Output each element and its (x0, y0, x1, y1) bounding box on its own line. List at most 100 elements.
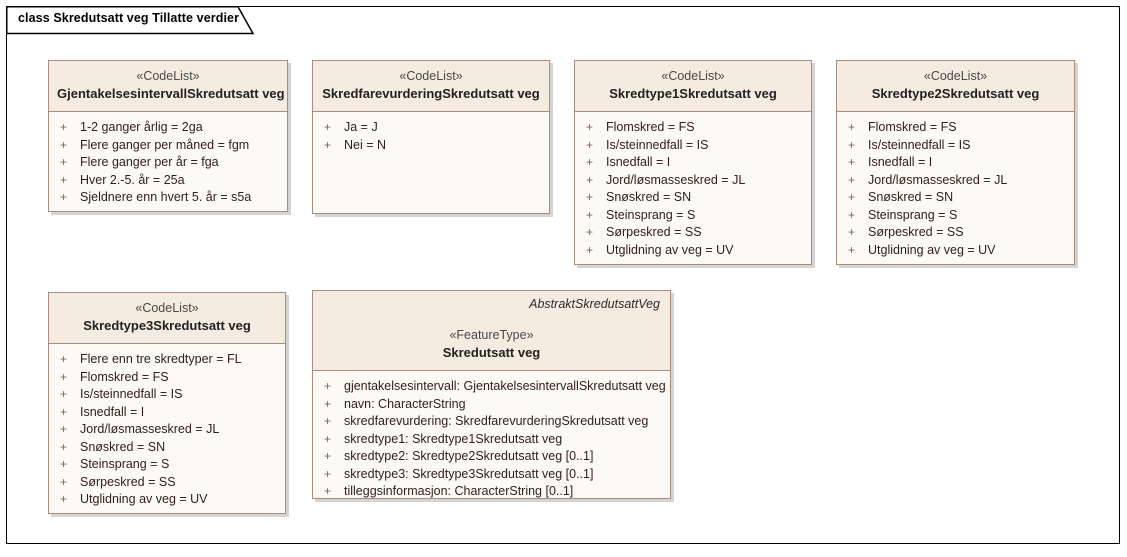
attribute-row[interactable]: + Nei = N (319, 137, 543, 155)
visibility-marker: + (60, 120, 68, 134)
class-box-skredtype2skredutsatt-veg[interactable]: «CodeList» Skredtype2Skredutsatt veg + F… (836, 60, 1075, 265)
visibility-marker: + (324, 449, 332, 463)
visibility-marker: + (60, 137, 68, 152)
class-stereotype: «CodeList» (399, 69, 463, 83)
class-attributes: + gjentakelsesintervall: Gjentakelsesint… (313, 371, 670, 507)
attribute-row[interactable]: + Is/steinnedfall = IS (581, 137, 805, 155)
attribute-label: Flere enn tre skredtyper = FL (80, 352, 242, 366)
attribute-row[interactable]: + Ja = J (319, 119, 543, 137)
visibility-marker: + (60, 404, 68, 419)
attribute-label: Utglidning av veg = UV (606, 242, 734, 257)
attribute-row[interactable]: + skredtype1: Skredtype1Skredutsatt veg (319, 431, 664, 449)
visibility-marker: + (848, 225, 856, 239)
visibility-marker: + (586, 207, 594, 222)
visibility-marker: + (60, 439, 68, 454)
attribute-label: Utglidning av veg = UV (868, 242, 996, 257)
attribute-row[interactable]: + Snøskred = SN (843, 189, 1068, 207)
class-attributes: + Flomskred = FS + Is/steinnedfall = IS … (837, 112, 1074, 265)
attribute-label: Flomskred = FS (80, 369, 169, 384)
visibility-marker: + (324, 379, 332, 393)
attribute-row[interactable]: + Flere ganger per år = fga (55, 154, 281, 172)
attribute-row[interactable]: + Flomskred = FS (581, 119, 805, 137)
attribute-row[interactable]: + Flere ganger per måned = fgm (55, 137, 281, 155)
attribute-row[interactable]: + Isnedfall = I (55, 404, 279, 422)
visibility-marker: + (848, 190, 856, 204)
attribute-row[interactable]: + 1-2 ganger årlig = 2ga (55, 119, 281, 137)
attribute-label: Ja = J (344, 120, 378, 134)
attribute-row[interactable]: + skredtype3: Skredtype3Skredutsatt veg … (319, 466, 664, 484)
class-header: «CodeList» Skredtype1Skredutsatt veg (575, 61, 811, 112)
attribute-row[interactable]: + Utglidning av veg = UV (581, 242, 805, 260)
visibility-marker: + (324, 396, 332, 411)
attribute-row[interactable]: + Steinsprang = S (55, 456, 279, 474)
attribute-row[interactable]: + Hver 2.-5. år = 25a (55, 172, 281, 190)
visibility-marker: + (60, 352, 68, 366)
class-stereotype: «CodeList» (661, 69, 725, 83)
class-attributes: + Flere enn tre skredtyper = FL + Flomsk… (49, 344, 285, 515)
attribute-row[interactable]: + Isnedfall = I (843, 154, 1068, 172)
attribute-row[interactable]: + Jord/løsmasseskred = JL (581, 172, 805, 190)
attribute-label: gjentakelsesintervall: Gjentakelsesinter… (344, 379, 666, 393)
visibility-marker: + (60, 387, 68, 401)
class-header: AbstraktSkredutsattVeg «FeatureType» Skr… (313, 291, 670, 371)
attribute-label: Sørpeskred = SS (606, 225, 702, 239)
attribute-label: Steinsprang = S (606, 207, 696, 222)
attribute-row[interactable]: + Flere enn tre skredtyper = FL (55, 351, 279, 369)
attribute-label: skredtype2: Skredtype2Skredutsatt veg [0… (344, 449, 594, 463)
attribute-row[interactable]: + Sørpeskred = SS (843, 224, 1068, 242)
class-box-skredtype1skredutsatt-veg[interactable]: «CodeList» Skredtype1Skredutsatt veg + F… (574, 60, 812, 265)
attribute-label: 1-2 ganger årlig = 2ga (80, 120, 203, 134)
attribute-row[interactable]: + tilleggsinformasjon: CharacterString [… (319, 483, 664, 501)
class-box-gjentakelsesintervallskredutsatt-veg[interactable]: «CodeList» GjentakelsesintervallSkreduts… (48, 60, 288, 212)
attribute-row[interactable]: + Isnedfall = I (581, 154, 805, 172)
visibility-marker: + (586, 242, 594, 257)
visibility-marker: + (324, 466, 332, 481)
attribute-label: navn: CharacterString (344, 396, 466, 411)
attribute-row[interactable]: + Jord/løsmasseskred = JL (843, 172, 1068, 190)
class-attributes: + 1-2 ganger årlig = 2ga + Flere ganger … (49, 112, 287, 213)
attribute-row[interactable]: + Sørpeskred = SS (581, 224, 805, 242)
abstract-supertype-name: AbstraktSkredutsattVeg (529, 297, 660, 311)
attribute-row[interactable]: + Steinsprang = S (843, 207, 1068, 225)
attribute-label: Jord/løsmasseskred = JL (868, 172, 1008, 187)
attribute-row[interactable]: + Snøskred = SN (55, 439, 279, 457)
class-attributes: + Ja = J + Nei = N (313, 112, 549, 160)
attribute-row[interactable]: + Is/steinnedfall = IS (843, 137, 1068, 155)
attribute-row[interactable]: + gjentakelsesintervall: Gjentakelsesint… (319, 378, 666, 396)
attribute-label: Jord/løsmasseskred = JL (80, 422, 220, 436)
class-name: SkredfarevurderingSkredutsatt veg (322, 86, 540, 101)
attribute-label: skredfarevurdering: SkredfarevurderingSk… (344, 414, 649, 428)
visibility-marker: + (60, 492, 68, 506)
attribute-row[interactable]: + Is/steinnedfall = IS (55, 386, 279, 404)
attribute-label: skredtype3: Skredtype3Skredutsatt veg [0… (344, 466, 594, 481)
attribute-row[interactable]: + skredtype2: Skredtype2Skredutsatt veg … (319, 448, 664, 466)
class-box-skredfarevurderingskredutsatt-veg[interactable]: «CodeList» SkredfarevurderingSkredutsatt… (312, 60, 550, 214)
attribute-row[interactable]: + skredfarevurdering: Skredfarevurdering… (319, 413, 664, 431)
attribute-label: Flomskred = FS (868, 120, 957, 134)
attribute-row[interactable]: + Utglidning av veg = UV (843, 242, 1068, 260)
attribute-row[interactable]: + Sørpeskred = SS (55, 474, 279, 492)
attribute-row[interactable]: + Steinsprang = S (581, 207, 805, 225)
attribute-row[interactable]: + Jord/løsmasseskred = JL (55, 421, 279, 439)
visibility-marker: + (848, 155, 856, 169)
visibility-marker: + (324, 484, 332, 498)
class-box-skredtype3skredutsatt-veg[interactable]: «CodeList» Skredtype3Skredutsatt veg + F… (48, 292, 286, 514)
attribute-row[interactable]: + Flomskred = FS (843, 119, 1068, 137)
class-stereotype: «FeatureType» (449, 328, 534, 342)
attribute-label: Utglidning av veg = UV (80, 492, 208, 506)
visibility-marker: + (324, 137, 332, 152)
attribute-row[interactable]: + Utglidning av veg = UV (55, 491, 279, 509)
class-box-skredutsatt-veg[interactable]: AbstraktSkredutsattVeg «FeatureType» Skr… (312, 290, 671, 499)
attribute-row[interactable]: + Flomskred = FS (55, 369, 279, 387)
attribute-row[interactable]: + Sjeldnere enn hvert 5. år = s5a (55, 189, 281, 207)
attribute-label: Sørpeskred = SS (80, 474, 176, 489)
attribute-label: Is/steinnedfall = IS (80, 387, 183, 401)
diagram-title-label: class Skredutsatt veg Tillatte verdier (18, 11, 240, 25)
visibility-marker: + (60, 422, 68, 436)
class-name: GjentakelsesintervallSkredutsatt veg (57, 86, 285, 101)
attribute-row[interactable]: + navn: CharacterString (319, 396, 664, 414)
attribute-label: Snøskred = SN (868, 190, 954, 204)
attribute-row[interactable]: + Snøskred = SN (581, 189, 805, 207)
attribute-label: Flere ganger per år = fga (80, 155, 219, 169)
visibility-marker: + (60, 369, 68, 384)
